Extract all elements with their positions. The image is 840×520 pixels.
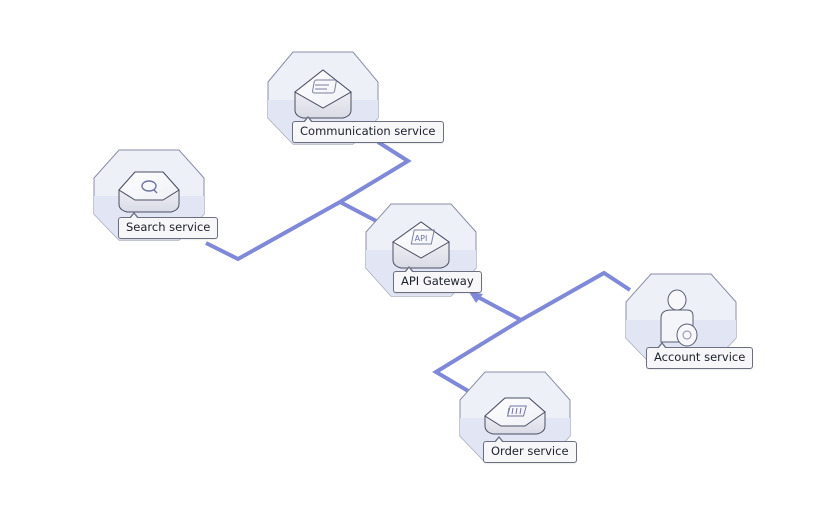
user-gear-icon xyxy=(660,289,698,347)
label-account-service[interactable]: Account service xyxy=(646,342,754,369)
node-box-top xyxy=(484,397,546,427)
edge-hub-to-gateway-bottom xyxy=(475,294,522,322)
edge-order-to-hub xyxy=(432,318,523,397)
api-icon: API xyxy=(410,229,435,245)
label-order-service[interactable]: Order service xyxy=(483,436,577,463)
label-search-service[interactable]: Search service xyxy=(118,212,219,239)
label-communication-service[interactable]: Communication service xyxy=(292,116,444,143)
arrowhead-gateway-bottom xyxy=(469,292,483,303)
api-icon-text: API xyxy=(415,234,428,243)
node-box-top xyxy=(118,171,180,201)
connectors xyxy=(205,140,632,397)
document-list-icon xyxy=(506,405,527,417)
edge-communication-to-hub xyxy=(338,140,412,204)
label-api-gateway[interactable]: API Gateway xyxy=(393,266,482,293)
magnifier-icon xyxy=(141,180,158,194)
node-box-top xyxy=(392,221,450,259)
chat-bubble-icon xyxy=(312,79,337,94)
edge-account-to-hub xyxy=(520,270,632,322)
edge-search-to-hub xyxy=(205,200,341,262)
